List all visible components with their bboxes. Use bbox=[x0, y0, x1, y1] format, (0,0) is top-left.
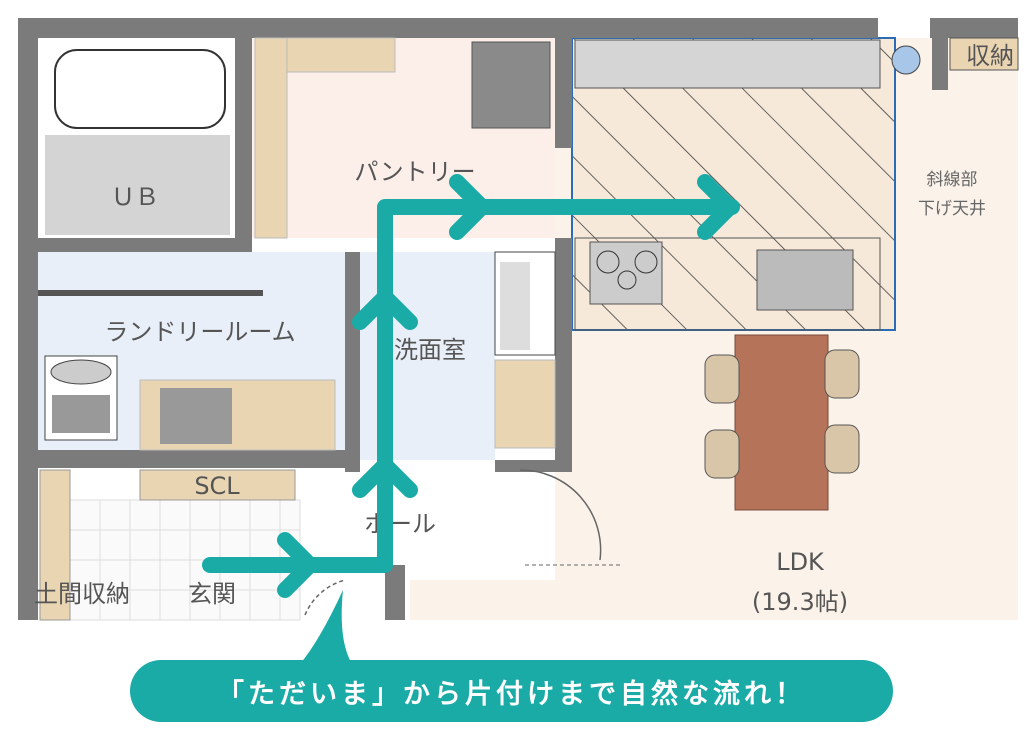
callout-bubble: 「ただいま」から片付けまで自然な流れ！ bbox=[130, 660, 893, 722]
back-counter bbox=[574, 39, 881, 89]
room-label-entrance: 玄関 bbox=[188, 580, 236, 608]
room-label-laundry: ランドリールーム bbox=[104, 318, 295, 346]
fridge-top-icon bbox=[891, 45, 921, 75]
room-label-ub: ＵＢ bbox=[111, 183, 159, 211]
callout-tail bbox=[300, 590, 352, 664]
fridge-icon bbox=[471, 41, 551, 129]
room-label-storage: 収納 bbox=[966, 42, 1014, 70]
room-label-washroom: 洗面室 bbox=[394, 336, 466, 364]
ceiling-note-1: 斜線部 bbox=[927, 170, 978, 190]
dining-table bbox=[734, 334, 829, 511]
room-label-scl: SCL bbox=[194, 472, 240, 500]
walls bbox=[18, 18, 1018, 620]
stove-icon bbox=[589, 241, 663, 305]
flow-arrow bbox=[202, 174, 740, 598]
sink-icon bbox=[756, 249, 854, 311]
bathtub-icon bbox=[54, 49, 226, 129]
chairs bbox=[704, 349, 860, 479]
ceiling-note-2: 下げ天井 bbox=[918, 199, 986, 219]
callout-text: 「ただいま」から片付けまで自然な流れ！ bbox=[217, 678, 806, 710]
room-label-hall: ホール bbox=[364, 510, 436, 538]
room-label-ldk: LDK bbox=[776, 548, 825, 576]
room-label-earth-storage: 土間収納 bbox=[34, 580, 130, 608]
room-label-ldk-size: (19.3帖) bbox=[752, 588, 848, 616]
